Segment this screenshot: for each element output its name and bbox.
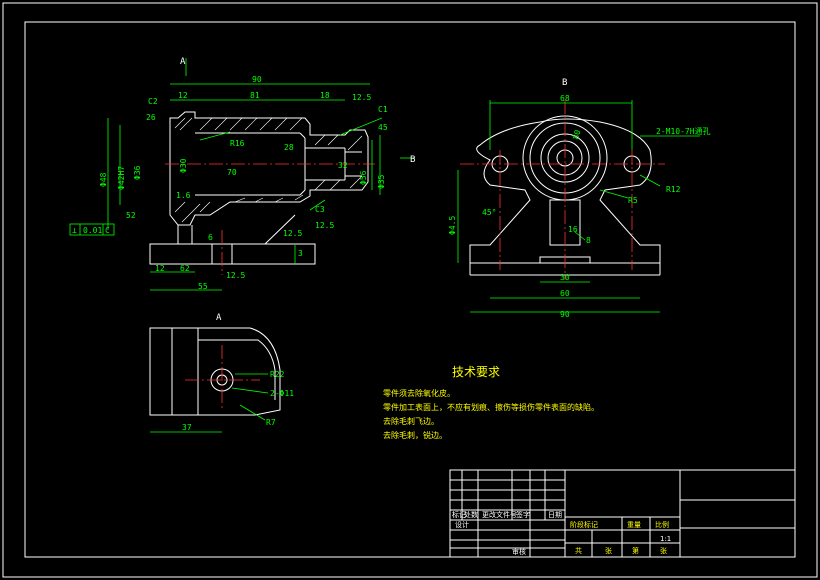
dim-angle-45: 45° xyxy=(482,208,496,217)
dim-32: 32 xyxy=(338,161,348,170)
dim-r5: R5 xyxy=(628,196,638,205)
dim-80: 80 xyxy=(571,129,582,141)
inner-border xyxy=(24,21,796,558)
tol-ref: C xyxy=(105,226,110,235)
dim-phi-side: Φ4.5 xyxy=(448,216,457,235)
tb-stage: 阶段标记 xyxy=(570,520,598,529)
dim-12-5b: 12.5 xyxy=(226,271,245,280)
dim-12-5a: 12.5 xyxy=(352,93,371,102)
dim-r16: R16 xyxy=(230,139,245,148)
dim-68: 68 xyxy=(560,94,570,103)
tb-scale-value: 1:1 xyxy=(660,535,671,543)
section-a-label: A xyxy=(180,57,186,67)
dim-8: 8 xyxy=(586,236,591,245)
dim-12b: 12 xyxy=(155,264,165,273)
dim-12-5d: 12.5 xyxy=(315,221,334,230)
arrow-b-label: B xyxy=(410,155,415,165)
side-view-b: B 68 2-M10-7H通孔 R12 R5 45° 60 30 90 8 16… xyxy=(448,78,711,319)
dim-18: 18 xyxy=(320,91,330,100)
title-block: 标记 处数 更改文件号 签字 日期 设计 审核 阶段标记 重量 比例 1:1 共… xyxy=(449,469,796,558)
tb-weight: 重量 xyxy=(627,521,641,529)
dim-90-side: 90 xyxy=(560,310,570,319)
dim-81: 81 xyxy=(250,91,260,100)
dim-r12: R12 xyxy=(666,185,681,194)
dim-phi30: Φ30 xyxy=(179,158,188,173)
dim-phi48: Φ48 xyxy=(99,172,108,187)
tb-review: 审核 xyxy=(512,547,526,556)
dim-phi56: Φ56 xyxy=(359,170,368,185)
dim-phi42: Φ42H7 xyxy=(117,166,126,190)
hole-callout: 2-Φ11 xyxy=(270,389,294,398)
tol-symbol: ⊥ xyxy=(72,226,77,235)
tech-title: 技术要求 xyxy=(452,365,500,379)
dim-r7: R7 xyxy=(266,418,276,427)
tb-scale: 比例 xyxy=(655,520,669,529)
dim-55: 55 xyxy=(198,282,208,291)
tech-line-2: 零件加工表面上，不应有划痕、擦伤等损伤零件表面的缺陷。 xyxy=(383,402,599,412)
dim-28: 28 xyxy=(284,143,294,152)
dim-30: 30 xyxy=(560,273,570,282)
dim-70: 70 xyxy=(227,168,237,177)
dim-6: 6 xyxy=(208,233,213,242)
thread-callout: 2-M10-7H通孔 xyxy=(656,126,711,136)
dim-37: 37 xyxy=(182,423,192,432)
dim-52: 52 xyxy=(126,211,136,220)
dim-60: 60 xyxy=(560,289,570,298)
dim-1-6: 1.6 xyxy=(176,191,191,200)
dim-12-5c: 12.5 xyxy=(283,229,302,238)
chamfer-c2: C2 xyxy=(148,97,158,106)
tb-date: 日期 xyxy=(548,511,562,519)
dim-r22: R22 xyxy=(270,370,285,379)
technical-requirements: 技术要求 零件须去除氧化皮。 零件加工表面上，不应有划痕、擦伤等损伤零件表面的缺… xyxy=(383,365,599,440)
tb-count: 处数 xyxy=(464,510,478,519)
dim-90: 90 xyxy=(252,75,262,84)
tb-mark: 标记 xyxy=(452,510,466,519)
tech-line-3: 去除毛刺飞边。 xyxy=(383,416,439,426)
view-b-label: B xyxy=(562,78,567,88)
tech-line-4: 去除毛刺，锐边。 xyxy=(383,430,447,440)
view-a-label: A xyxy=(216,313,222,323)
tol-value: 0.01 xyxy=(83,226,102,235)
tb-page: 第 xyxy=(632,546,639,555)
dim-12: 12 xyxy=(178,91,188,100)
chamfer-c1: C1 xyxy=(378,105,388,114)
dim-16: 16 xyxy=(568,225,578,234)
tb-sign: 签字 xyxy=(516,510,530,519)
chamfer-c3: C3 xyxy=(315,205,325,214)
dim-45: 45 xyxy=(378,123,388,132)
dim-26: 26 xyxy=(146,113,156,122)
tb-total: 共 xyxy=(575,546,582,555)
tb-doc: 更改文件号 xyxy=(482,510,517,519)
tb-sheets: 张 xyxy=(605,546,612,555)
tb-design: 设计 xyxy=(455,520,469,529)
front-section-view: A 90 81 18 12 12.5 C2 C1 C3 26 45 R16 70… xyxy=(69,57,415,291)
plan-view-a: A R22 2-Φ11 R7 37 xyxy=(149,313,294,433)
dim-3: 3 xyxy=(298,249,303,258)
tech-line-1: 零件须去除氧化皮。 xyxy=(383,388,455,398)
dim-phi35: Φ35 xyxy=(377,174,386,189)
dim-phi36: Φ36 xyxy=(133,165,142,180)
dim-62: 62 xyxy=(180,264,190,273)
tb-page-sheet: 张 xyxy=(660,546,667,555)
